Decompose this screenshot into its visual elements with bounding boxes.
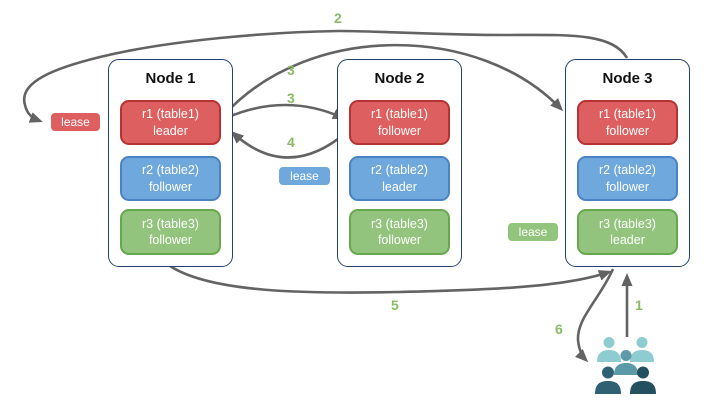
replica-role: leader [153, 123, 188, 138]
step-label-3b: 3 [287, 90, 295, 106]
replica-role: follower [148, 233, 193, 247]
replica-name: r3 (table3) [142, 216, 199, 231]
step-label-4: 4 [287, 134, 295, 150]
lease-chip-table1: lease [49, 111, 102, 133]
person-bottom-right-icon [630, 366, 656, 394]
lease-chip-table3: lease [506, 221, 560, 243]
node-1-replica-r1: r1 (table1) leader [120, 100, 221, 145]
replica-name: r2 (table2) [371, 163, 428, 177]
replica-name: r3 (table3) [371, 216, 428, 231]
replica-name: r1 (table1) [599, 107, 656, 121]
arrow-step-6-node3-to-clients [575, 268, 615, 363]
replica-name: r2 (table2) [599, 163, 656, 177]
arrow-step-5-node1-to-node3 [169, 264, 612, 294]
node-2-replica-r1: r1 (table1) follower [349, 100, 450, 145]
node-1-replica-r2: r2 (table2) follower [120, 156, 221, 201]
replica-name: r1 (table1) [371, 107, 428, 121]
clients-icon [595, 337, 656, 394]
arrow-step-2-node3-to-lease1 [22, 29, 629, 123]
node-1: Node 1 r1 (table1) leader r2 (table2) fo… [108, 59, 233, 267]
replica-role: leader [382, 179, 417, 194]
replica-name: r2 (table2) [142, 163, 199, 177]
replica-role: follower [148, 179, 193, 194]
arrow-step-3-node1-to-node2 [225, 103, 346, 120]
node-2-replica-r2: r2 (table2) leader [349, 156, 450, 201]
replica-role: follower [605, 123, 650, 138]
node-2: Node 2 r1 (table1) follower r2 (table2) … [337, 59, 462, 267]
step-label-6: 6 [555, 321, 563, 337]
replica-role: follower [377, 123, 422, 138]
replica-role: follower [377, 233, 422, 247]
replica-name: r1 (table1) [142, 107, 199, 121]
person-top-left-icon [597, 337, 621, 362]
node-3: Node 3 r1 (table1) follower r2 (table2) … [565, 59, 690, 267]
node-3-replica-r1: r1 (table1) follower [577, 100, 678, 145]
node-3-replica-r3: r3 (table3) leader [577, 209, 678, 255]
step-label-5: 5 [391, 297, 399, 313]
step-label-3a: 3 [287, 62, 295, 78]
replica-role: follower [605, 179, 650, 194]
node-1-replica-r3: r3 (table3) follower [120, 209, 221, 255]
person-bottom-left-icon [595, 366, 621, 394]
arrow-step-4-node2-to-node1 [230, 130, 349, 159]
node-2-title: Node 2 [374, 70, 425, 87]
node-3-title: Node 3 [602, 70, 653, 87]
step-label-1: 1 [635, 297, 643, 313]
person-top-right-icon [630, 337, 654, 362]
node-1-title: Node 1 [145, 70, 196, 87]
replica-role: leader [610, 233, 645, 247]
node-2-replica-r3: r3 (table3) follower [349, 209, 450, 255]
lease-chip-table2: lease [277, 165, 332, 187]
step-label-2: 2 [334, 10, 342, 26]
person-middle-icon [614, 350, 638, 375]
arrow-step-3-node1-to-node3 [224, 43, 564, 115]
replica-name: r3 (table3) [599, 216, 656, 231]
node-3-replica-r2: r2 (table2) follower [577, 156, 678, 201]
